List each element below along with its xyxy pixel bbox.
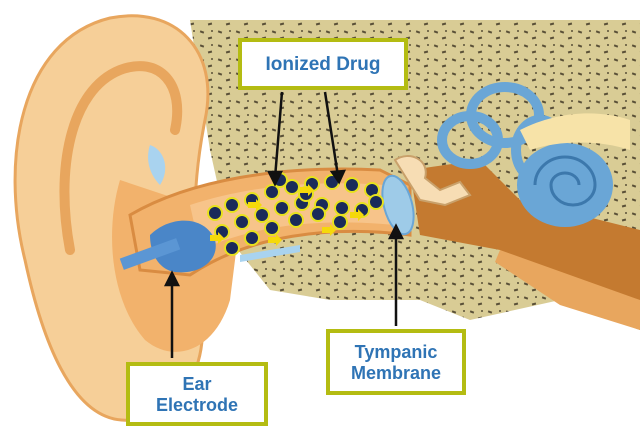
drug-ion — [208, 206, 222, 220]
drug-ion — [225, 198, 239, 212]
drug-ion — [235, 215, 249, 229]
ear-electrode-label: Ear Electrode — [126, 362, 268, 426]
drug-ion — [225, 241, 239, 255]
drug-ion — [333, 215, 347, 229]
tympanic-label-line1: Tympanic — [330, 342, 462, 363]
electrode-label-line1: Ear — [130, 374, 264, 395]
drug-ion — [245, 231, 259, 245]
drug-ion — [265, 221, 279, 235]
drug-ion — [275, 201, 289, 215]
electrode-label-line2: Electrode — [130, 395, 264, 416]
drug-ion — [311, 207, 325, 221]
drug-ion — [345, 178, 359, 192]
ionized-drug-label: Ionized Drug — [238, 38, 408, 90]
drug-ion — [289, 213, 303, 227]
tympanic-membrane-label: Tympanic Membrane — [326, 329, 466, 395]
drug-ion — [369, 195, 383, 209]
drug-ion — [255, 208, 269, 222]
drug-ion — [335, 201, 349, 215]
tympanic-label-line2: Membrane — [330, 363, 462, 384]
ionized-drug-label-text: Ionized Drug — [242, 54, 404, 76]
